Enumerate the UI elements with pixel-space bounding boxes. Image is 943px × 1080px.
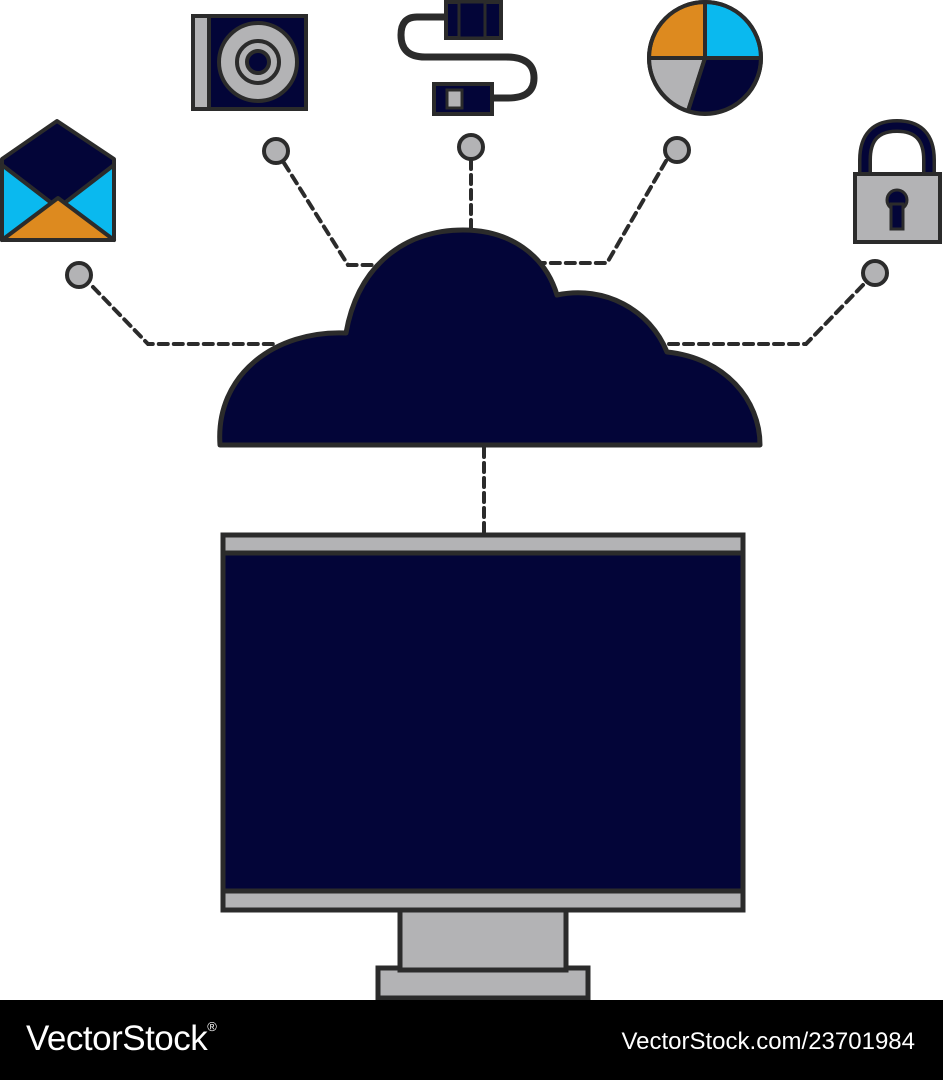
monitor-base <box>375 965 591 1000</box>
monitor-icon <box>220 532 746 1000</box>
brand-logo: VectorStock® <box>26 1019 217 1059</box>
connector-disk <box>282 161 380 267</box>
node-envelope <box>65 261 93 289</box>
node-chart <box>663 136 691 164</box>
pie-chart-icon <box>647 0 763 116</box>
connector-envelope <box>91 285 277 346</box>
monitor-neck <box>397 907 569 973</box>
image-reference: VectorStock.com/23701984 <box>621 1028 915 1055</box>
disk-drive-icon <box>191 14 308 111</box>
connector-chart <box>540 159 668 265</box>
monitor-screen <box>220 550 746 894</box>
padlock-icon <box>853 118 942 244</box>
node-lock <box>861 259 889 287</box>
envelope-icon <box>0 119 116 242</box>
brand-registered-mark: ® <box>207 1019 217 1034</box>
connector-lines <box>91 158 865 537</box>
connector-lock <box>663 283 865 346</box>
node-usb <box>457 133 485 161</box>
cloud-computing-illustration <box>0 0 942 1000</box>
node-disk <box>262 137 290 165</box>
watermark-footer: VectorStock® VectorStock.com/23701984 <box>0 1000 943 1080</box>
usb-cable-icon <box>397 0 538 116</box>
connector-nodes <box>65 133 889 289</box>
cloud-icon <box>217 227 763 448</box>
brand-name: VectorStock <box>26 1019 208 1058</box>
